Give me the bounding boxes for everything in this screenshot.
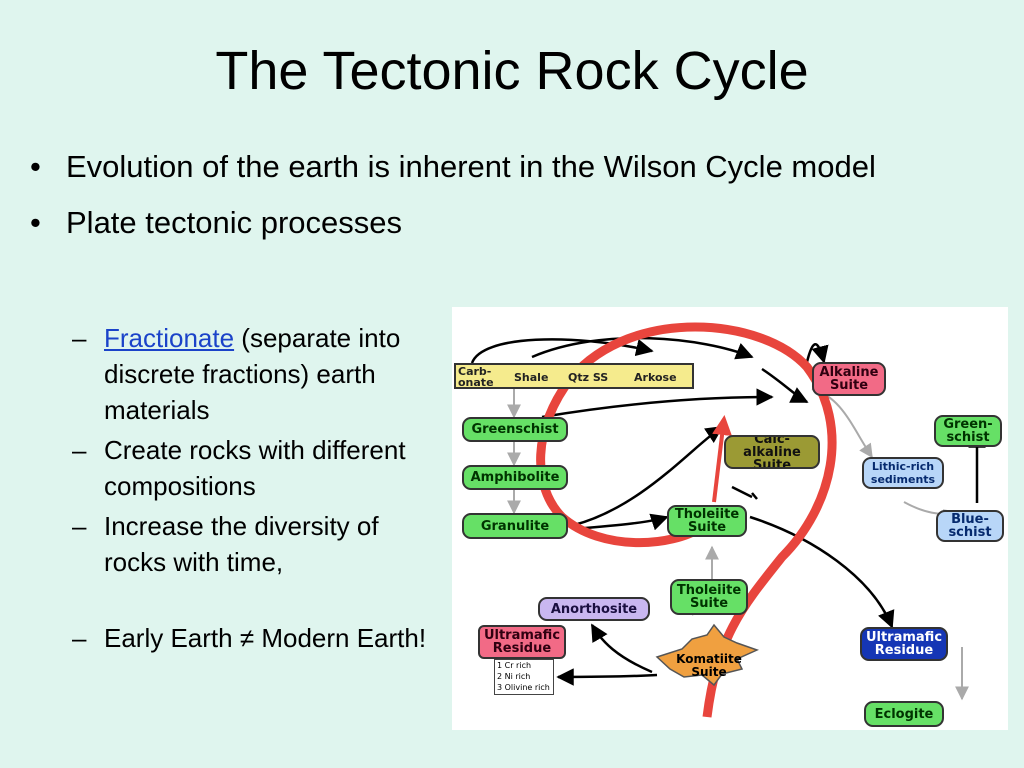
sed-shale: Shale [514,371,549,384]
bullet-dot: • [30,205,41,240]
sub-bullet-item: –Early Earth ≠ Modern Earth! [72,620,442,656]
sub-bullet-dash: – [72,435,87,465]
sed-qtz-ss: Qtz SS [568,371,609,384]
sub-bullet-list: –Fractionate (separate into discrete fra… [72,320,442,660]
sub-bullet-text: (separate into discrete fractions) earth… [104,323,401,425]
node-eclogite: Eclogite [864,701,944,727]
node-ultramafic-residue-left: Ultramafic Residue [478,625,566,659]
residue-list-item: 1 Cr rich [497,661,532,670]
node-alkaline-suite: Alkaline Suite [812,362,886,396]
residue-list: 1 Cr rich 2 Ni rich 3 Olivine rich [494,659,554,695]
node-granulite: Granulite [462,513,568,539]
sub-bullet-item: –Fractionate (separate into discrete fra… [72,320,442,428]
node-greenschist-right: Green- schist [934,415,1002,447]
node-anorthosite: Anorthosite [538,597,650,621]
fractionate-link[interactable]: Fractionate [104,323,235,353]
node-amphibolite: Amphibolite [462,465,568,490]
sub-bullet-dash: – [72,511,87,541]
node-lithic-rich-sediments: Lithic-rich sediments [862,457,944,489]
komatiite-burst [655,623,760,687]
sub-bullet-item: –Increase the diversity of rocks with ti… [72,508,442,580]
sed-carbonate: Carb- onate [458,365,494,389]
sediment-bar: Carb- onate Shale Qtz SS Arkose [454,363,694,389]
bullet-item: • Plate tectonic processes [30,201,910,245]
sub-bullet-text: Early Earth ≠ Modern Earth! [104,623,427,653]
node-komatiite-suite: Komatiite Suite [676,652,742,679]
bullet-item: • Evolution of the earth is inherent in t… [30,145,910,189]
node-ultramafic-residue-right: Ultramafic Residue [860,627,948,661]
residue-list-item: 2 Ni rich [497,672,531,681]
sub-bullet-dash: – [72,323,87,353]
bullet-dot: • [30,149,41,184]
node-greenschist-left: Greenschist [462,417,568,442]
bullet-list: • Evolution of the earth is inherent in t… [30,145,910,257]
red-arrow-tip [712,415,733,503]
sub-bullet-text: Create rocks with different compositions [104,435,406,501]
sed-arkose: Arkose [634,371,677,384]
node-blueschist: Blue- schist [936,510,1004,542]
sub-bullet-dash: – [72,623,87,653]
bullet-text: Plate tectonic processes [66,205,403,240]
node-calc-alkaline-suite: Calc-alkaline Suite [724,435,820,469]
black-arrows [470,336,986,686]
slide-title: The Tectonic Rock Cycle [215,41,809,101]
residue-list-item: 3 Olivine rich [497,683,550,692]
node-tholeiite-suite-upper: Tholeiite Suite [667,505,747,537]
sub-bullet-item: –Create rocks with different composition… [72,432,442,504]
node-tholeiite-suite-lower: Tholeiite Suite [670,579,748,615]
bullet-text: Evolution of the earth is inherent in th… [66,149,876,184]
rock-cycle-diagram: Carb- onate Shale Qtz SS Arkose Greensch… [452,307,1008,730]
sub-bullet-text: Increase the diversity of rocks with tim… [104,511,379,577]
